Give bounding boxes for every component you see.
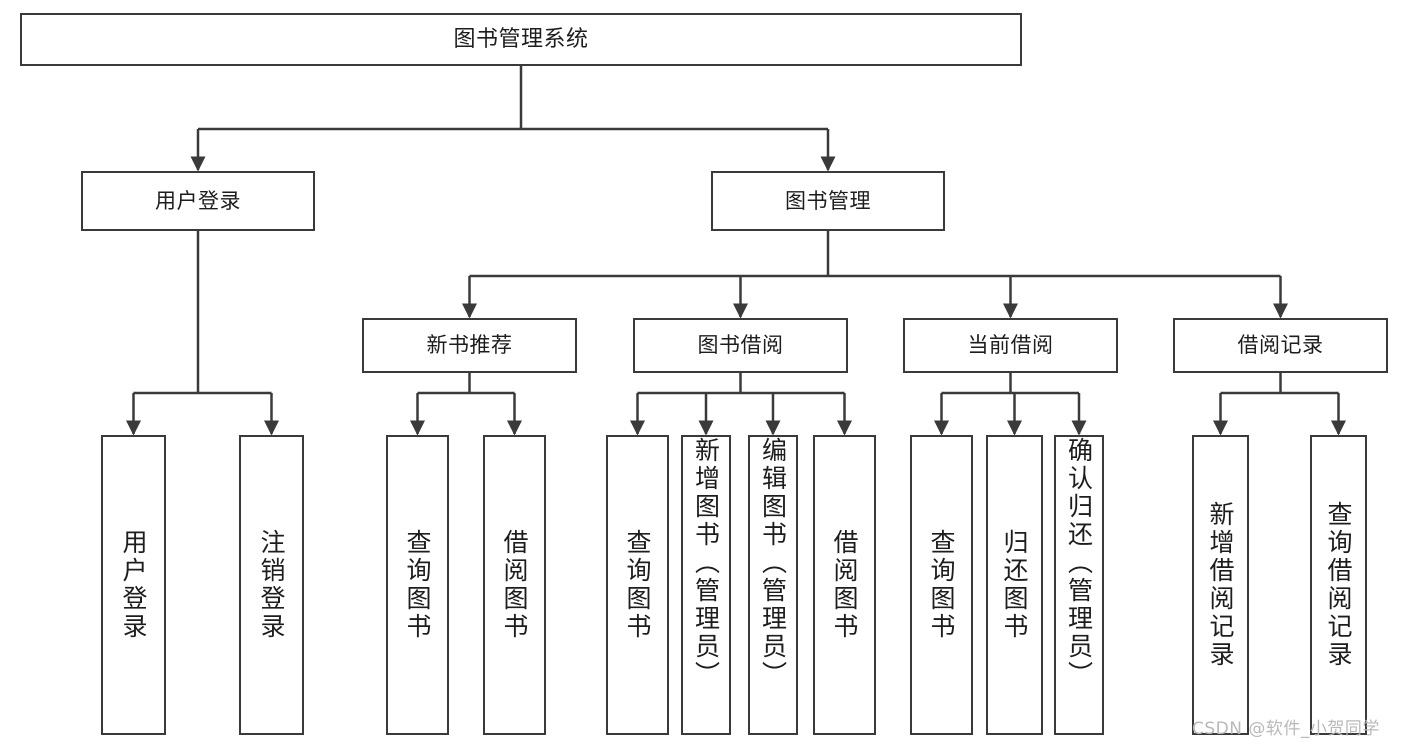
node-current_borrow[interactable]: 当前借阅: [903, 318, 1118, 373]
leaf-leaf_query_book_2[interactable]: 查询图书: [606, 435, 669, 735]
leaf-leaf_add_record-label: 新增借阅记录: [1206, 501, 1235, 669]
leaf-leaf_add_book-label: 新增图书（管理员）: [691, 437, 721, 689]
leaf-leaf_confirm_return[interactable]: 确认归还（管理员）: [1054, 435, 1104, 735]
node-book_manage-label: 图书管理: [785, 188, 871, 213]
leaf-leaf_confirm_return-label: 确认归还（管理员）: [1064, 437, 1094, 689]
leaf-leaf_return_book[interactable]: 归还图书: [986, 435, 1043, 735]
leaf-leaf_user_logout-label: 注销登录: [257, 529, 286, 641]
leaf-leaf_query_record-label: 查询借阅记录: [1324, 501, 1353, 669]
node-new_book_rec-label: 新书推荐: [426, 333, 513, 358]
node-new_book_rec[interactable]: 新书推荐: [362, 318, 577, 373]
node-current_borrow-label: 当前借阅: [967, 333, 1054, 358]
leaf-leaf_query_book_2-label: 查询图书: [623, 529, 652, 641]
leaf-leaf_user_login-label: 用户登录: [119, 529, 148, 641]
node-borrow_record-label: 借阅记录: [1237, 333, 1324, 358]
leaf-leaf_user_login[interactable]: 用户登录: [101, 435, 166, 735]
leaf-leaf_borrow_book_2[interactable]: 借阅图书: [813, 435, 876, 735]
leaf-leaf_user_logout[interactable]: 注销登录: [239, 435, 304, 735]
leaf-leaf_query_book_3[interactable]: 查询图书: [910, 435, 973, 735]
leaf-leaf_query_record[interactable]: 查询借阅记录: [1310, 435, 1367, 735]
leaf-leaf_query_book_1-label: 查询图书: [403, 529, 432, 641]
leaf-leaf_return_book-label: 归还图书: [1000, 529, 1029, 641]
leaf-leaf_edit_book[interactable]: 编辑图书（管理员）: [748, 435, 798, 735]
leaf-leaf_borrow_book_1-label: 借阅图书: [500, 529, 529, 641]
leaf-leaf_edit_book-label: 编辑图书（管理员）: [758, 437, 788, 689]
node-root[interactable]: 图书管理系统: [20, 13, 1022, 66]
leaf-leaf_borrow_book_2-label: 借阅图书: [830, 529, 859, 641]
node-borrow_record[interactable]: 借阅记录: [1173, 318, 1388, 373]
node-book_manage[interactable]: 图书管理: [711, 171, 945, 231]
leaf-leaf_add_book[interactable]: 新增图书（管理员）: [681, 435, 731, 735]
watermark-text: CSDN @软件_小贺同学: [1192, 719, 1380, 739]
leaf-leaf_query_book_1[interactable]: 查询图书: [386, 435, 449, 735]
leaf-leaf_add_record[interactable]: 新增借阅记录: [1192, 435, 1249, 735]
node-root-label: 图书管理系统: [453, 26, 589, 52]
node-book_borrow-label: 图书借阅: [697, 333, 784, 358]
node-book_borrow[interactable]: 图书借阅: [633, 318, 848, 373]
leaf-leaf_query_book_3-label: 查询图书: [927, 529, 956, 641]
node-user_login-label: 用户登录: [155, 188, 241, 213]
node-user_login[interactable]: 用户登录: [81, 171, 315, 231]
leaf-leaf_borrow_book_1[interactable]: 借阅图书: [483, 435, 546, 735]
